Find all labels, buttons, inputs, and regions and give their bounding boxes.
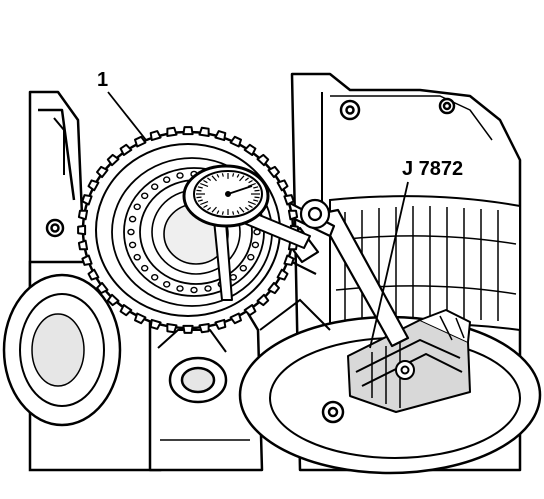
gear-tooth [77,209,89,221]
dial-tick [197,186,203,189]
dial-ticks [196,173,260,215]
gear-tooth [267,165,280,179]
gear-tooth [283,254,295,266]
dial-tick [216,210,220,214]
dial-tick [247,182,256,187]
gear-tooth [119,304,133,317]
dial-tick [232,211,235,215]
dial-tick [196,196,202,199]
gear-tooth [283,194,295,206]
gear-tooth [243,143,257,156]
gear-tooth [81,254,93,266]
leader-line-1 [107,91,147,141]
gear-tooth [182,324,194,334]
dial-tick [244,177,249,181]
gear-tooth [256,293,270,307]
gear-tooth [119,143,133,156]
drum-hole [247,253,255,261]
gear-tooth [134,135,147,148]
drum-hole [239,264,248,272]
dial-tick [248,179,253,184]
lower-left-housing [2,260,162,472]
gear-tooth [243,304,257,317]
gear-tooth [77,239,89,251]
gear-tooth [134,312,147,325]
gear-tooth [182,126,194,136]
gear-tooth [229,135,242,148]
drum-hole [176,172,184,179]
leader-line-j7872 [369,181,409,349]
gear-tooth [106,293,120,307]
gear-tooth [256,153,270,167]
dial-tick [196,189,202,192]
drum-hole [204,285,212,292]
gear-tooth [149,130,162,142]
gear-tooth [106,153,120,167]
dial-tick [200,201,209,206]
dial-tick [253,186,259,189]
callout-part-1: 1 [97,69,109,91]
gear-tooth [229,312,242,325]
drum-hole [140,192,149,200]
dial-tick [221,173,224,177]
dial-tick [239,206,245,213]
dial-tick [203,179,208,184]
dial-tick [244,207,249,211]
drum-hole [133,253,141,261]
dial-tick [207,177,212,181]
dial-indicator [182,164,311,301]
drum-hole [251,241,260,249]
dial-tick [248,204,253,209]
dial-tick [203,204,208,209]
dial-tick [254,189,260,192]
gear-tooth [96,281,109,295]
drum-hole [162,176,171,183]
drum-hole [162,280,171,288]
drum-hole [150,273,159,281]
dial-tick [236,174,240,178]
dial-tick [221,211,224,215]
dial-tick [200,182,209,187]
gear-tooth [87,179,100,192]
gear-tooth [276,268,289,281]
dial-tick [254,196,260,199]
drum-hole [128,215,137,223]
drum-hole [140,264,149,272]
dial-tick [216,174,220,178]
dial-tick [207,207,212,211]
dial-tick [236,210,240,214]
dial-tick [247,201,256,206]
gear-tooth [287,209,299,221]
dial-tick [197,199,203,202]
gear-tooth [214,130,227,142]
gear-tooth [96,165,109,179]
gear-tooth [149,318,162,330]
drum-hole [190,286,198,294]
gear-tooth [87,268,100,281]
dial-tick [253,199,259,202]
gear-tooth [166,323,178,334]
gear-tooth [81,194,93,206]
dial-tick [232,173,235,177]
gear-tooth [214,318,227,330]
gear-tooth [276,179,289,192]
gear-tooth [267,281,280,295]
drum-hole [150,183,159,190]
dial-tick [239,175,245,182]
gear-tooth [77,224,87,236]
drum-hole [128,241,137,249]
drum-hole [176,285,184,292]
drum-hole [127,228,135,236]
gear-tooth [198,126,210,137]
gear-tooth [166,126,178,137]
drum-hole [133,203,141,211]
leader-lines [107,91,409,349]
gear-tooth [198,323,210,334]
callout-tool-j7872: J 7872 [402,158,464,180]
dial-tick [211,206,217,213]
tool-clamp [347,309,471,413]
dial-tick [211,175,217,182]
